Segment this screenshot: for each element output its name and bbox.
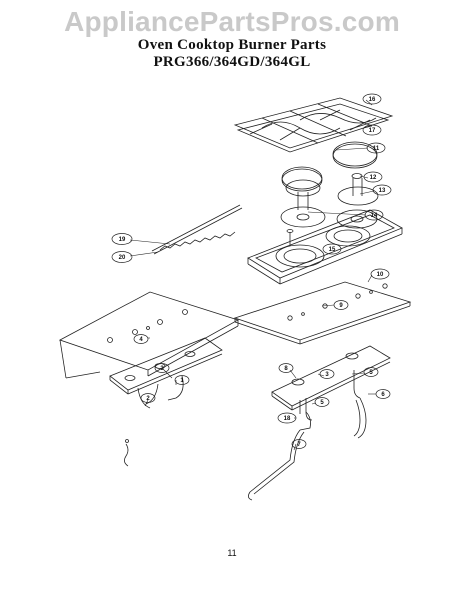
left-manifold [109, 337, 223, 409]
page-title: Oven Cooktop Burner Parts [137, 37, 327, 53]
svg-text:9: 9 [339, 303, 343, 309]
callout-19: 19 [111, 233, 133, 245]
svg-text:4: 4 [139, 337, 143, 343]
callout-10: 10 [370, 268, 390, 280]
svg-text:5: 5 [369, 370, 373, 376]
svg-text:10: 10 [377, 272, 384, 278]
callout-20: 20 [111, 251, 133, 263]
callout-9: 9 [333, 300, 349, 310]
callout-13: 13 [372, 184, 392, 196]
callout-18: 18 [277, 412, 297, 424]
model-numbers: PRG366/364GD/364GL [153, 54, 311, 70]
svg-text:6: 6 [381, 392, 385, 398]
svg-text:14: 14 [371, 213, 378, 219]
burner-caps [281, 141, 378, 192]
callout-7: 7 [291, 439, 307, 449]
leader-lines [129, 99, 376, 451]
drip-rings [280, 206, 378, 229]
burner-rod [151, 204, 243, 255]
valve-tube [353, 397, 367, 439]
svg-text:2: 2 [146, 396, 150, 402]
callout-15: 15 [322, 243, 342, 255]
svg-text:16: 16 [369, 97, 376, 103]
svg-text:17: 17 [369, 128, 376, 134]
svg-text:11: 11 [373, 146, 380, 152]
burner-heads [285, 173, 379, 210]
svg-text:15: 15 [329, 247, 336, 253]
callout-3-right: 3 [319, 369, 335, 379]
callout-1: 1 [174, 375, 190, 385]
svg-text:13: 13 [379, 188, 386, 194]
callout-16: 16 [362, 93, 382, 105]
svg-text:7: 7 [297, 442, 301, 448]
svg-text:3: 3 [160, 366, 164, 372]
right-manifold [271, 345, 391, 421]
callout-5-lower: 5 [314, 397, 330, 407]
svg-text:5: 5 [320, 400, 324, 406]
svg-text:20: 20 [119, 255, 126, 261]
watermark: AppliancePartsPros.com [64, 6, 400, 37]
page-number: 11 [227, 548, 237, 558]
burner-grate [233, 97, 394, 153]
burner-box [247, 209, 403, 285]
svg-text:18: 18 [284, 416, 291, 422]
callout-17: 17 [362, 124, 382, 136]
spring-clip [124, 439, 129, 467]
top-panel [233, 281, 412, 345]
callout-2: 2 [140, 393, 156, 403]
svg-text:8: 8 [284, 366, 288, 372]
callout-11: 11 [366, 142, 386, 154]
gas-tube [248, 411, 311, 501]
svg-text:19: 19 [119, 237, 126, 243]
svg-text:12: 12 [370, 175, 377, 181]
callout-3-left: 3 [154, 363, 170, 373]
callout-6: 6 [375, 389, 391, 399]
callout-12: 12 [363, 171, 383, 183]
callout-14: 14 [364, 209, 384, 221]
callout-4: 4 [133, 334, 149, 344]
callout-5-upper: 5 [363, 367, 379, 377]
callout-8: 8 [278, 363, 294, 373]
left-panel [58, 291, 240, 379]
svg-text:1: 1 [180, 378, 184, 384]
svg-text:3: 3 [325, 372, 329, 378]
